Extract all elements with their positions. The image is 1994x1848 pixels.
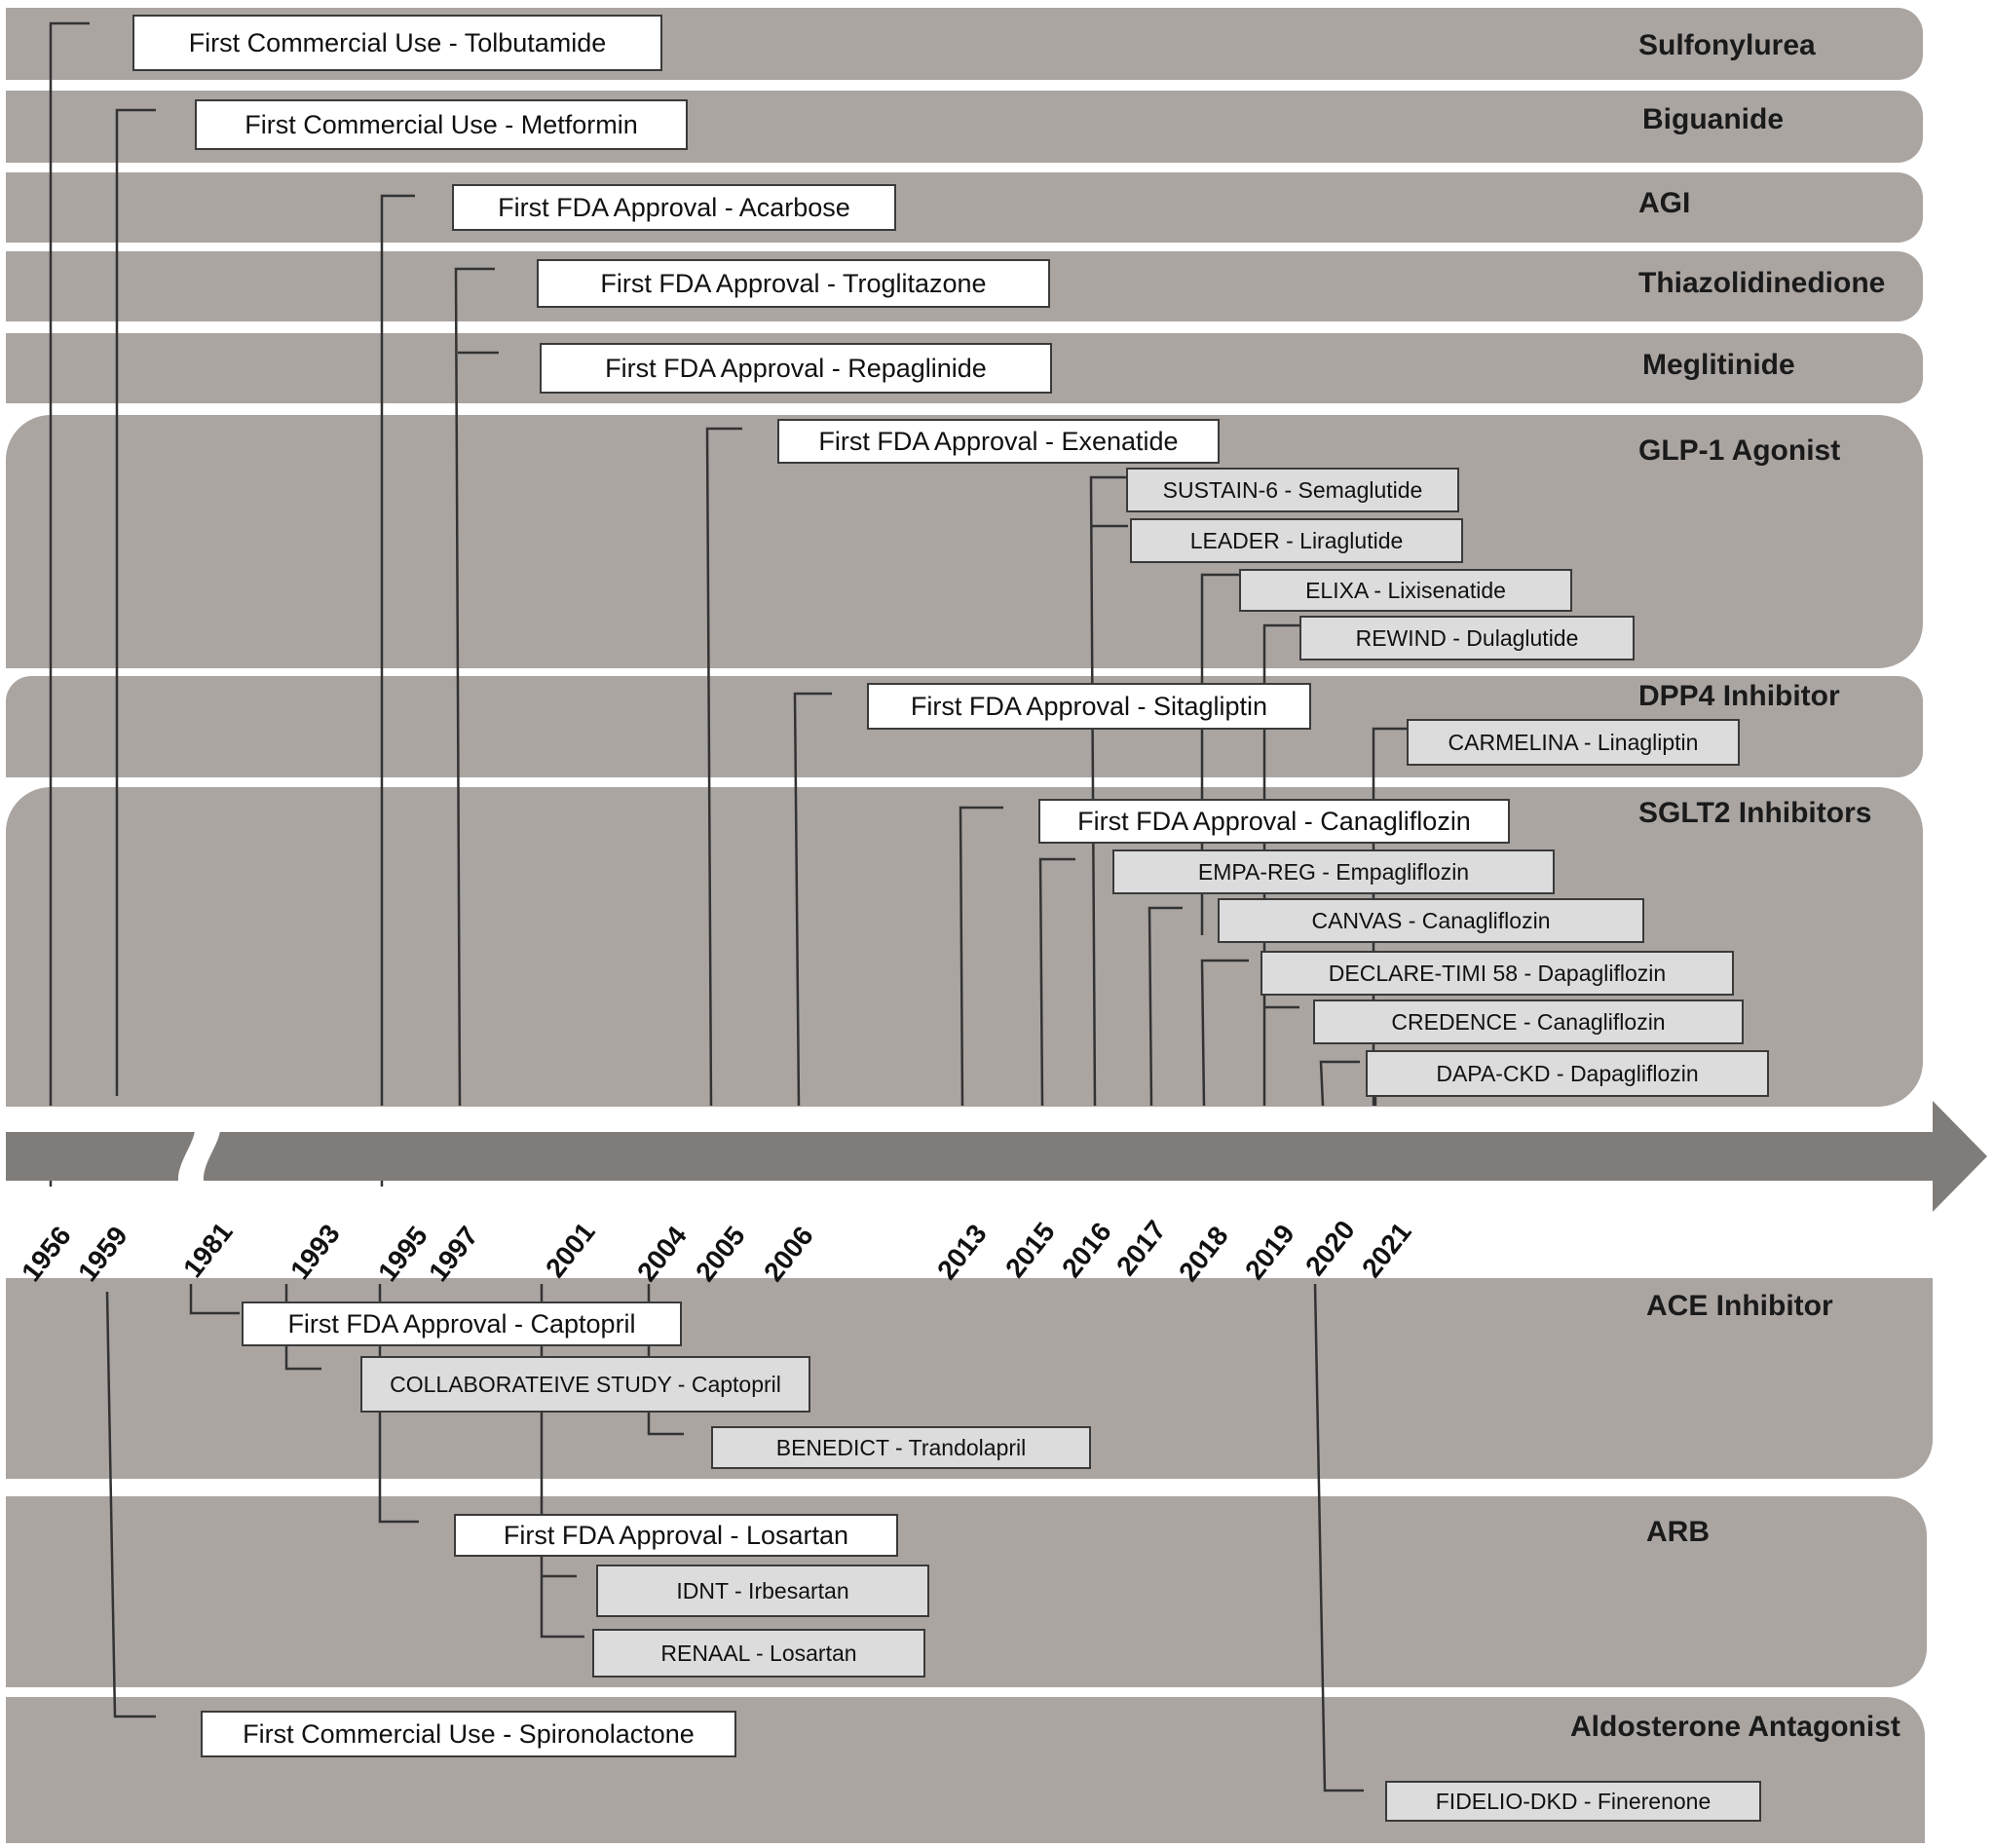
stem-2018b	[1200, 959, 1249, 1107]
category-label-aldosterone: Aldosterone Antagonist	[1570, 1711, 1900, 1743]
event-fidelio: FIDELIO-DKD - Finerenone	[1385, 1781, 1761, 1822]
event-acarbose: First FDA Approval - Acarbose	[452, 184, 896, 231]
event-exenatide: First FDA Approval - Exenatide	[777, 419, 1220, 464]
event-elixa: ELIXA - Lixisenatide	[1239, 569, 1572, 612]
timeline-axis	[6, 1132, 1935, 1181]
event-renaal: RENAAL - Losartan	[592, 1629, 925, 1678]
event-benedict: BENEDICT - Trandolapril	[711, 1426, 1091, 1469]
stem-2013	[959, 806, 964, 1107]
category-label-thiazolidinedione: Thiazolidinedione	[1638, 267, 1886, 299]
stem-2017	[1147, 906, 1183, 1107]
stem-2019a	[1262, 623, 1299, 1106]
event-spironolactone: First Commercial Use - Spironolactone	[201, 1711, 736, 1757]
event-losartan: First FDA Approval - Losartan	[454, 1514, 898, 1557]
event-dapackd: DAPA-CKD - Dapagliflozin	[1366, 1050, 1769, 1097]
category-label-arb: ARB	[1646, 1516, 1710, 1548]
band-arb	[6, 1496, 1927, 1687]
event-canagliflozin: First FDA Approval - Canagliflozin	[1038, 799, 1510, 844]
event-canvas: CANVAS - Canagliflozin	[1218, 898, 1644, 943]
category-label-glp1: GLP-1 Agonist	[1638, 434, 1841, 467]
stem-1956	[49, 21, 90, 1106]
stem-2016	[1089, 475, 1126, 1107]
event-leader: LEADER - Liraglutide	[1130, 518, 1463, 563]
event-declare: DECLARE-TIMI 58 - Dapagliflozin	[1260, 951, 1734, 996]
stem-1959-low	[105, 1291, 156, 1718]
category-label-agi: AGI	[1638, 187, 1691, 219]
event-rewind: REWIND - Dulaglutide	[1299, 616, 1635, 660]
event-troglitazone: First FDA Approval - Troglitazone	[537, 259, 1050, 308]
event-tolbutamide: First Commercial Use - Tolbutamide	[132, 15, 662, 71]
band-agi	[6, 172, 1923, 243]
stem-1995	[380, 194, 415, 1106]
stem-1959	[115, 108, 156, 1096]
category-label-sulfonylurea: Sulfonylurea	[1638, 29, 1816, 61]
timeline-arrowhead	[1933, 1101, 1987, 1212]
event-credence: CREDENCE - Canagliflozin	[1313, 999, 1744, 1044]
stem-2006	[793, 692, 832, 1107]
stem-2005b	[705, 427, 742, 1107]
stem-2020-low	[1313, 1283, 1364, 1792]
event-empareg: EMPA-REG - Empagliflozin	[1112, 849, 1555, 894]
axis-break	[178, 1120, 220, 1192]
stem-1981	[189, 1284, 240, 1315]
stem-2015	[1038, 857, 1075, 1107]
event-sustain6: SUSTAIN-6 - Semaglutide	[1126, 468, 1459, 512]
category-label-ace: ACE Inhibitor	[1646, 1290, 1833, 1322]
event-metformin: First Commercial Use - Metformin	[195, 99, 688, 150]
category-label-sglt2: SGLT2 Inhibitors	[1638, 797, 1872, 829]
event-idnt: IDNT - Irbesartan	[596, 1565, 929, 1617]
category-label-biguanide: Biguanide	[1642, 103, 1785, 135]
event-collaborative: COLLABORATEIVE STUDY - Captopril	[360, 1356, 810, 1413]
stem-2020	[1319, 1060, 1360, 1107]
stem-1997	[454, 267, 495, 1107]
event-carmelina: CARMELINA - Linagliptin	[1407, 719, 1740, 766]
category-label-dpp4: DPP4 Inhibitor	[1638, 680, 1840, 712]
event-repaglinide: First FDA Approval - Repaglinide	[540, 343, 1052, 394]
category-label-meglitinide: Meglitinide	[1642, 349, 1795, 381]
event-sitagliptin: First FDA Approval - Sitagliptin	[867, 683, 1311, 730]
event-captopril: First FDA Approval - Captopril	[242, 1301, 682, 1346]
